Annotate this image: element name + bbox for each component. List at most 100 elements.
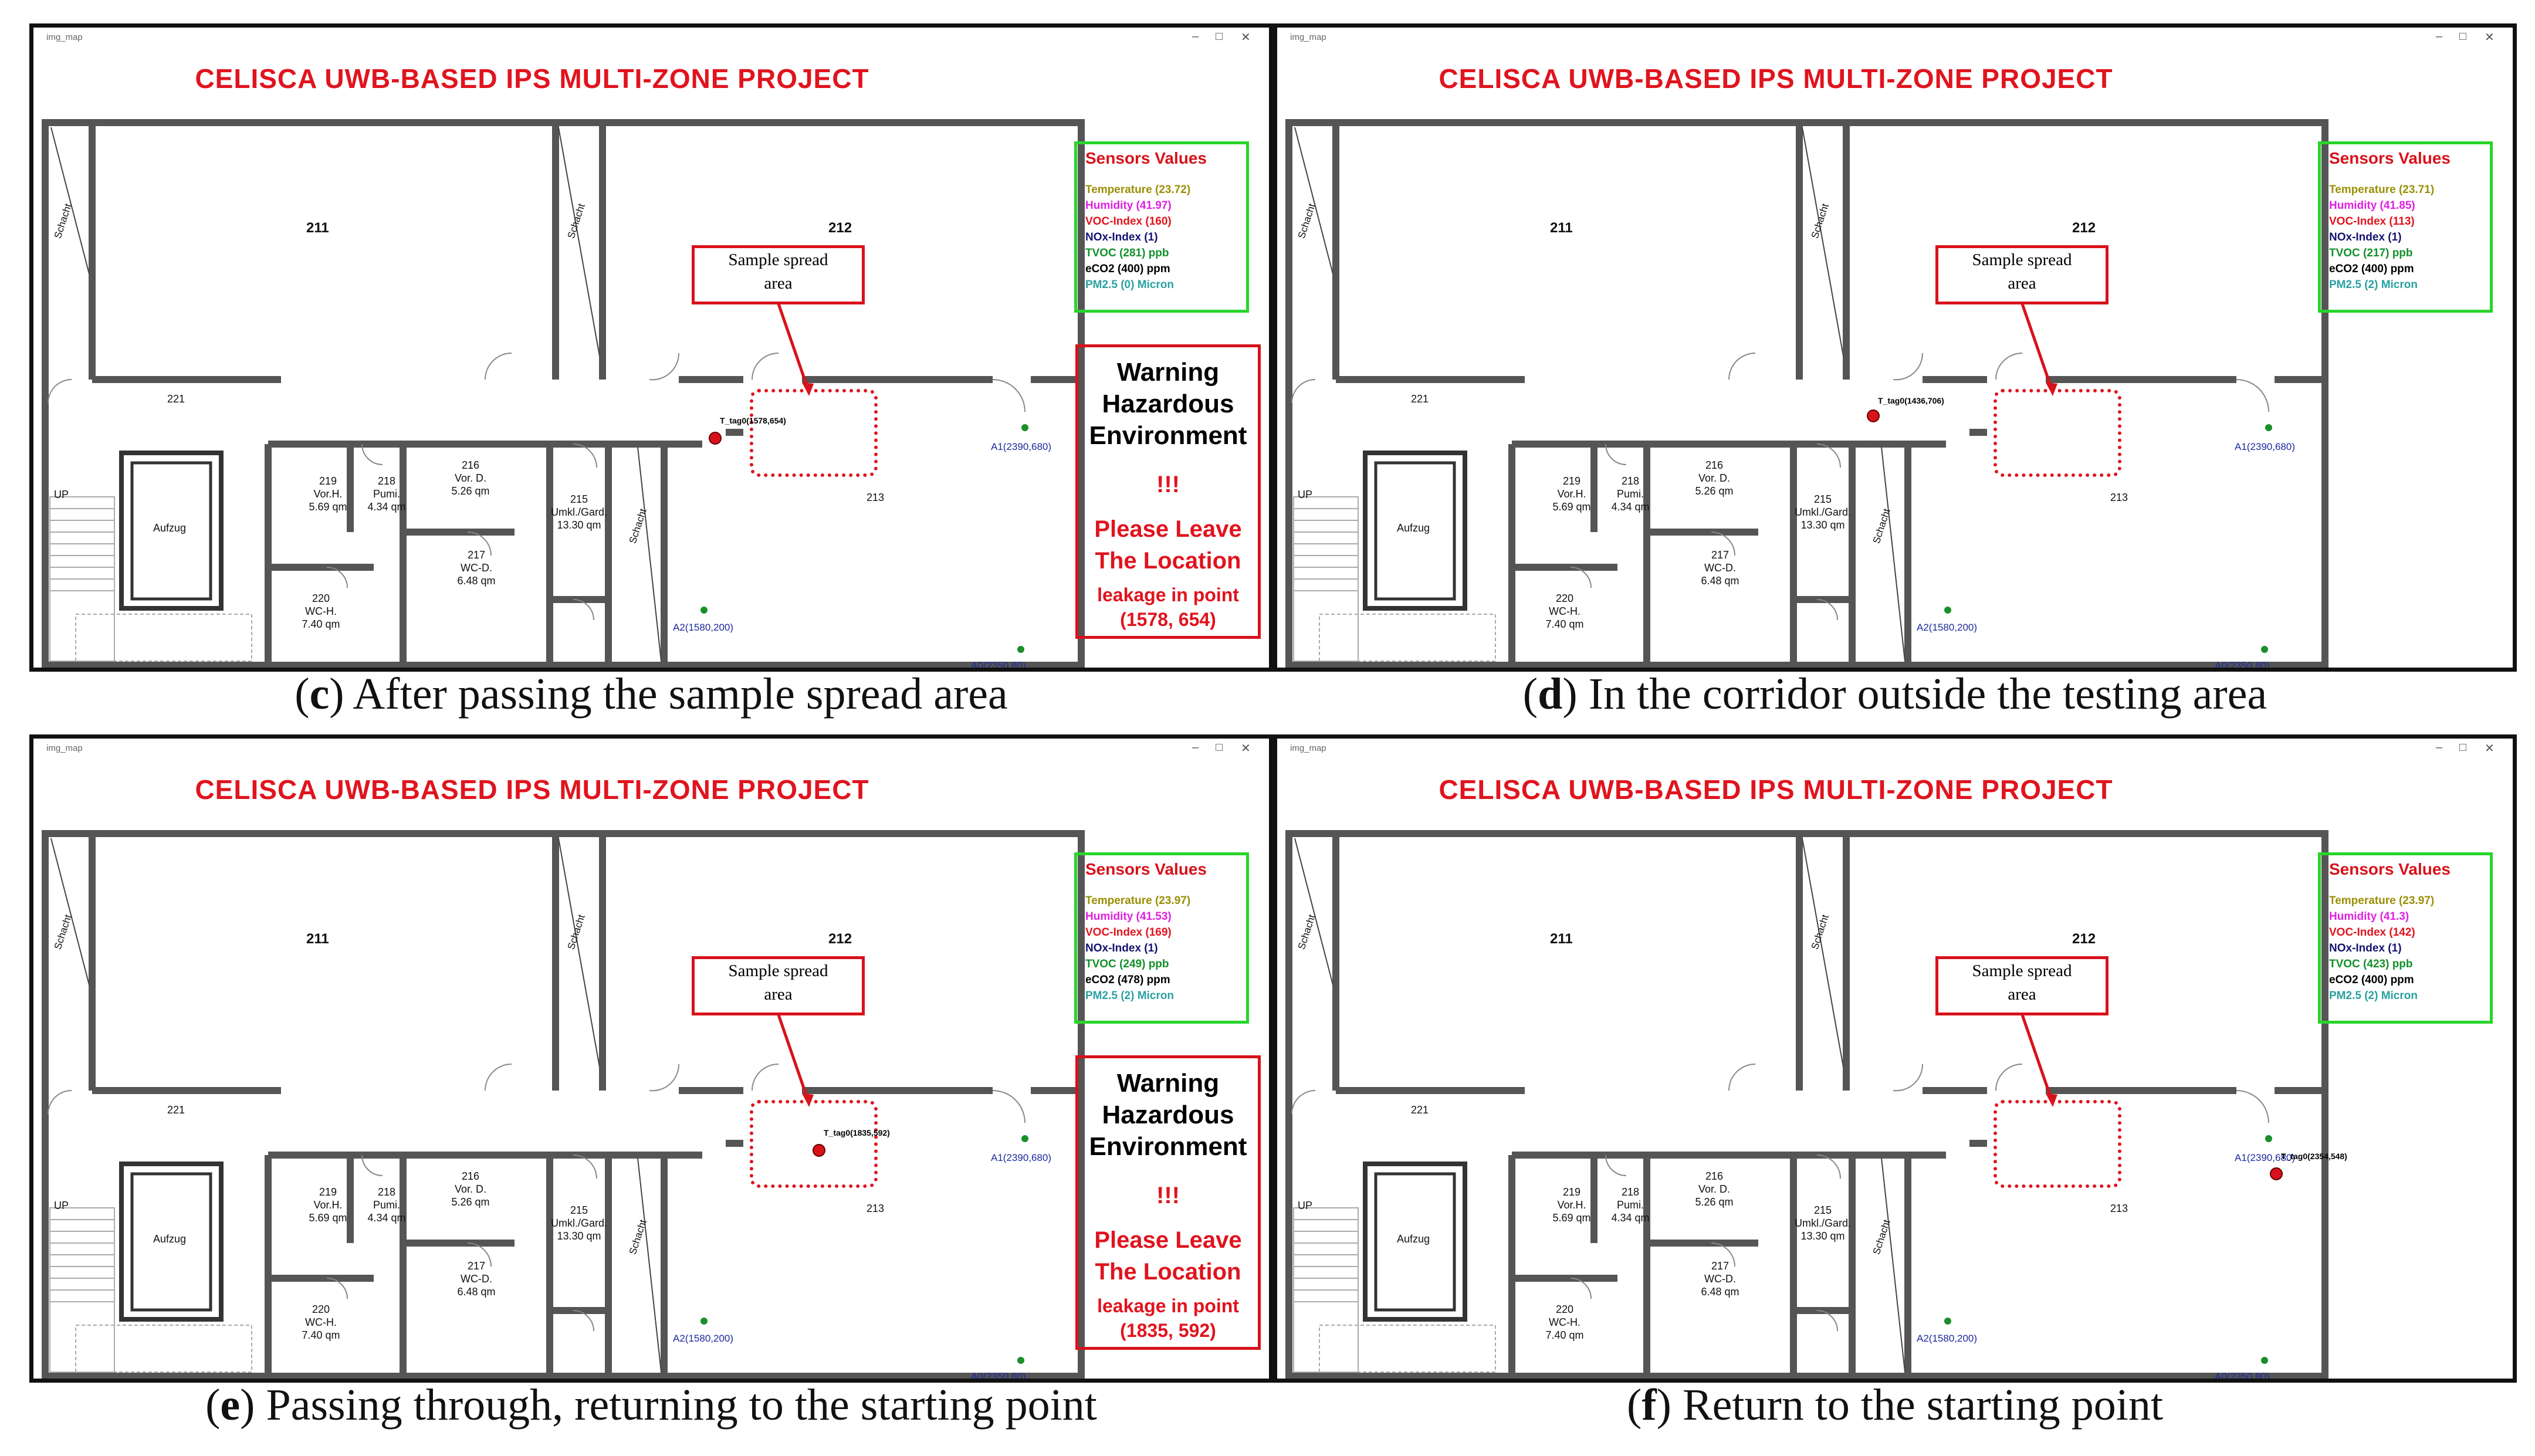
- sensor-pm25-value: PM2.5 (2): [2329, 990, 2378, 1002]
- room-218-area: 4.34 qm: [1611, 501, 1650, 513]
- warning-exclamation: !!!: [1156, 1183, 1180, 1208]
- sensors-heading: Sensors Values: [2329, 149, 2451, 167]
- anchor-a0-label: A0(2350,80): [2215, 660, 2270, 671]
- anchor-a0-dot: [1017, 1357, 1024, 1364]
- room-216: 216 Vor. D. 5.26 qm: [435, 1170, 506, 1208]
- minimize-icon[interactable]: –: [2436, 741, 2443, 754]
- callout-line-1: Sample spread: [728, 961, 828, 980]
- sample-spread-area: [1994, 1100, 2121, 1188]
- minimize-icon[interactable]: –: [1192, 741, 1199, 754]
- window-titlebar[interactable]: img_map – □ ✕: [1277, 28, 2513, 49]
- room-220-number: 220: [1555, 592, 1574, 604]
- floor-plan-walls: [42, 830, 1085, 1379]
- callout-line-2: area: [2008, 274, 2036, 293]
- window-label: img_map: [1290, 743, 1326, 753]
- sensor-eco2-unit: ppm: [2390, 263, 2414, 275]
- room-218-name: Pumi.: [1616, 488, 1644, 500]
- room-220-number: 220: [312, 592, 330, 604]
- caption-letter: f: [1642, 1380, 1657, 1430]
- panel-caption: (f) Return to the starting point: [1627, 1380, 2163, 1430]
- room-219-number: 219: [319, 1186, 337, 1198]
- callout-line-1: Sample spread: [1972, 250, 2072, 269]
- room-218-number: 218: [377, 475, 396, 487]
- callout-arrow: [2020, 1014, 2052, 1097]
- floor-plan-walls: [1285, 830, 2328, 1379]
- sample-spread-callout: Sample spread area: [692, 245, 865, 304]
- warning-line-5: Please Leave: [1094, 516, 1242, 542]
- callout-line-1: Sample spread: [728, 250, 828, 269]
- minimize-icon[interactable]: –: [2436, 30, 2443, 43]
- room-217: 217 WC-D. 6.48 qm: [441, 1259, 512, 1298]
- tag-position-dot: [813, 1144, 825, 1157]
- window-titlebar[interactable]: img_map – □ ✕: [33, 739, 1269, 760]
- room-217-area: 6.48 qm: [1701, 575, 1739, 587]
- room-216-number: 216: [1705, 1170, 1724, 1182]
- doors: [48, 353, 1025, 621]
- maximize-icon[interactable]: □: [1216, 30, 1223, 43]
- window-titlebar[interactable]: img_map – □ ✕: [1277, 739, 2513, 760]
- maximize-icon[interactable]: □: [1216, 741, 1223, 754]
- room-220-name: WC-H.: [1549, 605, 1580, 617]
- room-217-number: 217: [1711, 1260, 1730, 1272]
- room-217-area: 6.48 qm: [457, 1286, 496, 1298]
- tag-position-dot: [1867, 409, 1880, 422]
- maximize-icon[interactable]: □: [2459, 30, 2467, 43]
- room-220-number: 220: [312, 1303, 330, 1315]
- window-label: img_map: [1290, 32, 1326, 42]
- warning-exclamation: !!!: [1156, 472, 1180, 497]
- room-217-name: WC-D.: [1704, 562, 1736, 574]
- room-216-name: Vor. D.: [1698, 1183, 1731, 1195]
- anchor-a1-label: A1(2390,680): [991, 441, 1052, 452]
- room-217-area: 6.48 qm: [457, 575, 496, 587]
- room-219-area: 5.69 qm: [1552, 501, 1591, 513]
- sensor-humidity: Humidity (41.53): [1085, 910, 1172, 923]
- warning-line-5: Please Leave: [1094, 1227, 1242, 1253]
- map-window-c: img_map – □ ✕ CELISCA UWB-BASED IPS MULT…: [29, 23, 1273, 672]
- sensor-humidity: Humidity (41.3): [2329, 910, 2409, 923]
- room-220-name: WC-H.: [305, 1316, 337, 1328]
- sensor-humidity: Humidity (41.97): [1085, 199, 1172, 212]
- panel-caption: (c) After passing the sample spread area: [295, 669, 1008, 719]
- room-216-area: 5.26 qm: [451, 485, 490, 497]
- warning-line-2: Hazardous: [1102, 390, 1234, 418]
- close-icon[interactable]: ✕: [1241, 742, 1251, 755]
- room-218-number: 218: [377, 1186, 396, 1198]
- room-219: 219 Vor.H. 5.69 qm: [299, 475, 357, 513]
- minimize-icon[interactable]: –: [1192, 30, 1199, 43]
- room-218-number: 218: [1621, 475, 1640, 487]
- room-213: 213: [867, 1203, 885, 1214]
- room-221: 221: [1411, 393, 1429, 405]
- stairs-up-label: UP: [1298, 1200, 1313, 1211]
- warning-line-7: leakage in point: [1097, 1295, 1239, 1316]
- close-icon[interactable]: ✕: [2485, 742, 2495, 755]
- stairs: [1293, 496, 1496, 662]
- sensor-tvoc-unit: ppb: [2392, 958, 2413, 970]
- tag-position-label: T_tag0(1578,654): [720, 416, 786, 425]
- anchor-a2-label: A2(1580,200): [1917, 1333, 1978, 1344]
- room-216: 216 Vor. D. 5.26 qm: [435, 459, 506, 497]
- window-titlebar[interactable]: img_map – □ ✕: [33, 28, 1269, 49]
- callout-line-1: Sample spread: [1972, 961, 2072, 980]
- anchor-a1-label: A1(2390,680): [2235, 441, 2296, 452]
- room-220-area: 7.40 qm: [1545, 1329, 1584, 1341]
- elevator-shaft: [119, 1162, 224, 1322]
- sensors-heading: Sensors Values: [2329, 860, 2451, 878]
- callout-line-2: area: [764, 985, 793, 1004]
- maximize-icon[interactable]: □: [2459, 741, 2467, 754]
- sensor-eco2: eCO2 (400) ppm: [1085, 261, 1238, 277]
- warning-line-8: (1835, 592): [1120, 1320, 1216, 1341]
- room-219-name: Vor.H.: [313, 1199, 343, 1211]
- map-window-f: img_map – □ ✕ CELISCA UWB-BASED IPS MULT…: [1273, 734, 2517, 1383]
- close-icon[interactable]: ✕: [2485, 31, 2495, 44]
- sensor-tvoc: TVOC (249) ppb: [1085, 956, 1238, 972]
- room-215-number: 215: [570, 493, 588, 505]
- room-220-name: WC-H.: [305, 605, 337, 617]
- close-icon[interactable]: ✕: [1241, 31, 1251, 44]
- room-220: 220 WC-H. 7.40 qm: [289, 1303, 353, 1342]
- sensor-pm25: PM2.5 (2) Micron: [2329, 988, 2482, 1004]
- shaft-diagonals: [50, 127, 662, 662]
- room-215-name: Umkl./Gard.: [1794, 1217, 1851, 1229]
- panel-caption: (e) Passing through, returning to the st…: [205, 1380, 1097, 1430]
- room-215: 215 Umkl./Gard. 13.30 qm: [535, 493, 623, 531]
- room-217-area: 6.48 qm: [1701, 1286, 1739, 1298]
